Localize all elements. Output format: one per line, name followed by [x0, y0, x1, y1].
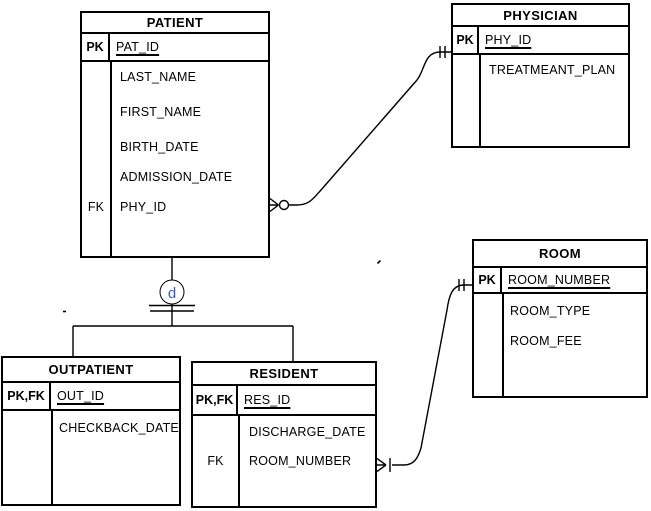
entity-resident: RESIDENT PK,FK RES_ID DISCHARGE_DATE FK … — [191, 361, 377, 508]
primary-key-field: PAT_ID — [116, 40, 160, 54]
entity-title: RESIDENT — [193, 363, 375, 386]
resident-room-connector — [376, 279, 472, 473]
entity-outpatient: OUTPATIENT PK,FK OUT_ID CHECKBACK_DATE — [1, 356, 181, 506]
patient-physician-connector — [269, 46, 451, 213]
disjoint-circle-icon — [159, 279, 185, 305]
disjoint-d-label: d — [168, 285, 176, 302]
attribute-list: ROOM_TYPE ROOM_FEE — [474, 294, 646, 396]
attribute-list: DISCHARGE_DATE FK ROOM_NUMBER — [193, 416, 375, 506]
entity-room: ROOM PK ROOM_NUMBER ROOM_TYPE ROOM_FEE — [472, 239, 648, 398]
column-divider — [238, 416, 240, 506]
column-divider — [110, 62, 112, 256]
primary-key-field: OUT_ID — [57, 389, 105, 403]
stray-dot — [63, 259, 382, 313]
primary-key-field: PHY_ID — [485, 33, 532, 47]
disjoint-specialization-connector — [72, 258, 294, 361]
entity-title: PHYSICIAN — [453, 5, 628, 27]
entity-title: ROOM — [474, 241, 646, 268]
entity-title: PATIENT — [82, 13, 268, 34]
entity-patient: PATIENT PK PAT_ID LAST_NAME FIRST_NAME B… — [80, 11, 270, 258]
column-divider — [51, 411, 53, 504]
key-label: PK — [474, 268, 502, 292]
primary-key-field: ROOM_NUMBER — [508, 273, 611, 287]
attribute-list: LAST_NAME FIRST_NAME BIRTH_DATE ADMISSIO… — [82, 62, 268, 256]
key-label: PK,FK — [193, 386, 238, 414]
key-label: PK — [82, 34, 110, 60]
column-divider — [502, 294, 504, 396]
entity-title: OUTPATIENT — [3, 358, 179, 383]
key-label: PK — [453, 27, 479, 53]
zero-or-many-icon — [269, 197, 290, 213]
attribute-list: CHECKBACK_DATE — [3, 411, 179, 504]
one-or-many-icon — [376, 457, 391, 473]
column-divider — [479, 55, 481, 146]
primary-key-field: RES_ID — [244, 393, 291, 407]
entity-physician: PHYSICIAN PK PHY_ID TREATMEANT_PLAN — [451, 3, 630, 148]
one-and-only-one-icon — [458, 279, 465, 291]
attribute-list: TREATMEANT_PLAN — [453, 55, 628, 146]
key-label: PK,FK — [3, 383, 51, 409]
one-and-only-one-icon — [439, 46, 446, 58]
total-specialization-double-bar-icon — [149, 304, 195, 312]
